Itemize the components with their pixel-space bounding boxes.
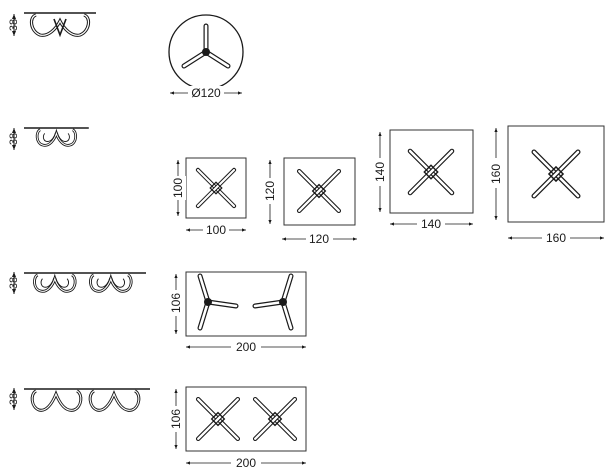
row-round: 38 Ø120 [8,12,244,100]
depth-label: 120 [263,181,277,201]
top-view-square-140: 140 140 [372,129,474,231]
side-view-round: 38 [8,12,96,38]
side-view-rect-x: 38 [8,388,150,412]
side-view-rect-tri: 38 [8,272,146,294]
row-rect-tri: 38 106 200 [8,271,307,354]
width-label: 200 [236,340,256,354]
top-view-rect-tri: 106 200 [168,271,307,354]
top-view-square-120: 120 120 [262,157,357,246]
depth-label: 100 [171,178,185,198]
width-label: 120 [309,232,329,246]
row-square: 38 100 100 120 120 [8,125,605,246]
height-label: 38 [8,133,20,145]
height-label: 38 [8,393,20,405]
width-label: 100 [206,223,226,237]
depth-label: 106 [169,409,183,429]
depth-label: 140 [373,162,387,182]
row-rect-x: 38 106 200 [8,386,307,470]
top-view-round: Ø120 [168,14,244,100]
width-label: 200 [236,456,256,470]
width-label: 160 [546,231,566,245]
height-label: 38 [8,277,20,289]
depth-label: 106 [169,293,183,313]
width-label: Ø120 [191,86,221,100]
top-view-rect-x: 106 200 [168,386,307,470]
top-view-square-160: 160 160 [488,125,605,245]
top-view-square-100: 100 100 [170,157,247,237]
side-view-square: 38 [8,127,89,150]
width-label: 140 [421,217,441,231]
height-label: 38 [8,19,20,31]
depth-label: 160 [489,164,503,184]
